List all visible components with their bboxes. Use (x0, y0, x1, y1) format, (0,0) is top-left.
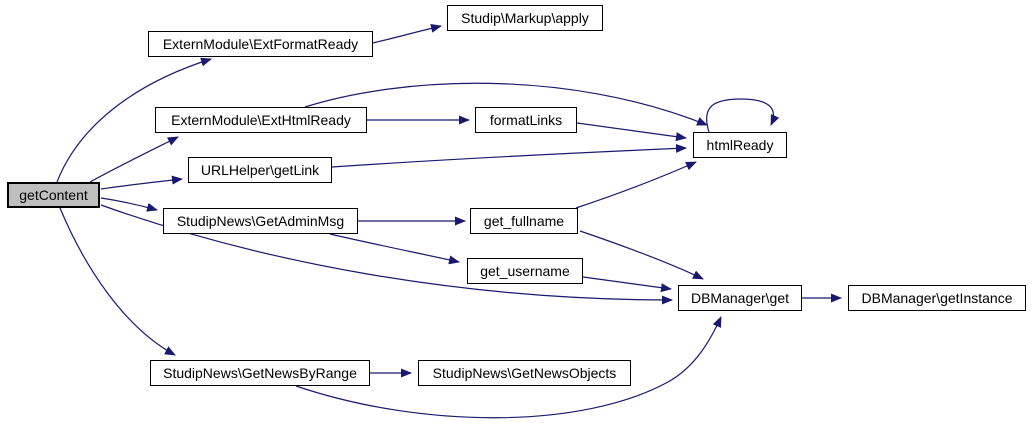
edge-getnewsbyrange-to-dbmanager-get (295, 316, 722, 419)
edge-formatlinks-to-htmlready (576, 122, 687, 142)
node-get-fullname[interactable]: get_fullname (470, 208, 578, 234)
edge-get-fullname-to-dbmanager-get (579, 230, 704, 280)
node-dbmanager-getinstance[interactable]: DBManager\getInstance (848, 285, 1026, 311)
edge-getcontent-to-exthtmlready (89, 136, 179, 183)
edge-getcontent-to-getnewsbyrange (59, 207, 176, 356)
edge-extformatready-to-markup-apply (372, 23, 442, 44)
node-studipnews-getnewsobjects[interactable]: StudipNews\GetNewsObjects (418, 360, 631, 386)
node-get-username[interactable]: get_username (467, 258, 583, 284)
edge-getadminmsg-to-get-username (329, 233, 460, 265)
node-dbmanager-get[interactable]: DBManager\get (678, 285, 802, 311)
edge-htmlready-self-loop (705, 98, 780, 133)
node-externmodule-extformatready[interactable]: ExternModule\ExtFormatReady (148, 31, 373, 57)
node-studip-markup-apply[interactable]: Studip\Markup\apply (447, 5, 603, 31)
edge-exthtmlready-to-htmlready (304, 82, 708, 126)
node-studipnews-getadminmsg[interactable]: StudipNews\GetAdminMsg (163, 208, 358, 234)
node-getcontent[interactable]: getContent (7, 182, 100, 208)
edge-urlhelper-getlink-to-htmlready (331, 143, 687, 168)
node-urlhelper-getlink[interactable]: URLHelper\getLink (188, 157, 332, 183)
edge-getcontent-to-extformatready (56, 57, 212, 183)
edge-getcontent-to-urlhelper-getlink (100, 175, 183, 190)
node-externmodule-exthtmlready[interactable]: ExternModule\ExtHtmlReady (155, 107, 367, 133)
edge-getcontent-to-getadminmsg (100, 197, 158, 212)
edge-get-fullname-to-htmlready (575, 161, 697, 209)
node-studipnews-getnewsbyrange[interactable]: StudipNews\GetNewsByRange (150, 360, 370, 386)
node-formatlinks[interactable]: formatLinks (475, 107, 577, 133)
edge-get-username-to-dbmanager-get (582, 276, 672, 293)
node-htmlready[interactable]: htmlReady (693, 132, 787, 158)
